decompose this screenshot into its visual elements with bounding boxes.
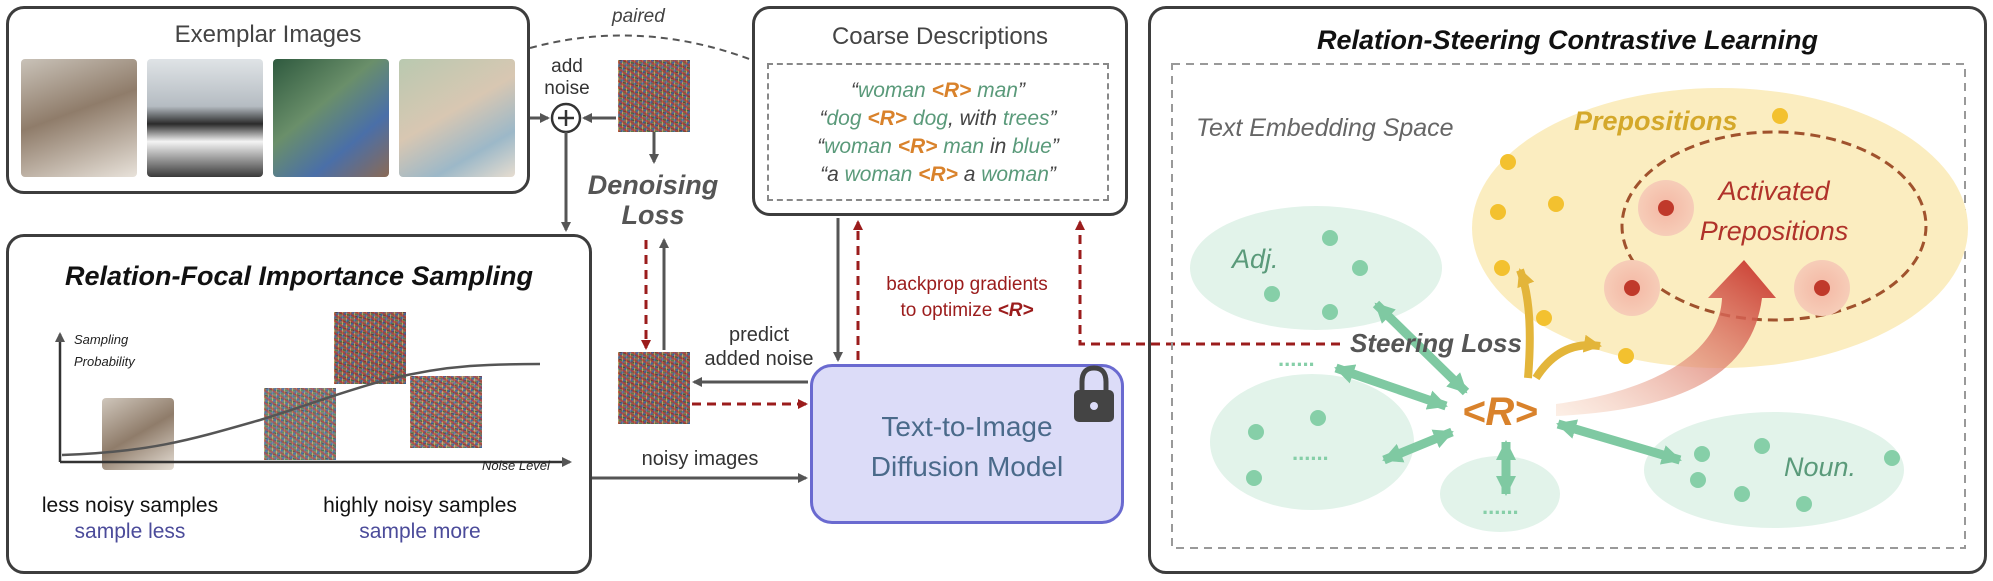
prepositions-label: Prepositions <box>1574 106 1738 136</box>
sample-thumb-clean <box>102 398 174 470</box>
exemplar-images-title: Exemplar Images <box>174 21 362 48</box>
sample-less-label: sample less <box>74 520 186 543</box>
add-noise-label-1: add <box>551 56 583 77</box>
description-segment: woman <box>844 163 913 186</box>
sampling-ylabel-2: Probability <box>74 354 135 369</box>
description-line-3: “woman <R> man in blue” <box>769 135 1107 159</box>
exemplar-images-box: Exemplar Images <box>6 6 530 194</box>
relation-token: <R> <box>1462 390 1538 434</box>
description-segment: “ <box>819 107 827 130</box>
diffusion-model-box: Text-to-Image Diffusion Model <box>810 364 1124 524</box>
sampling-curve <box>61 362 541 457</box>
embedding-space-region <box>1171 63 1966 549</box>
steer-arrow-noun <box>1556 419 1682 465</box>
description-segment: man <box>943 135 985 158</box>
description-segment: trees <box>1002 107 1050 130</box>
predict-label-line-1: predict <box>728 324 790 346</box>
exemplar-photo-hug-1 <box>21 59 137 177</box>
noisy-images-label: noisy images <box>641 448 759 470</box>
description-segment: woman <box>824 135 892 158</box>
noise-patch-top <box>618 60 690 132</box>
denoising-loss-line-1: Denoising <box>587 170 719 200</box>
highly-noisy-label: highly noisy samples <box>323 494 517 517</box>
attract-arrow-right <box>1532 334 1602 381</box>
noun-label: Noun. <box>1784 452 1857 482</box>
sampling-ylabel-1: Sampling <box>74 332 129 347</box>
description-segment: dog <box>912 107 948 130</box>
dots-label-upper: ...... <box>1278 346 1315 371</box>
less-noisy-label: less noisy samples <box>41 494 219 517</box>
denoising-loss-line-2: Loss <box>621 200 685 230</box>
preposition-dots <box>1490 108 1788 364</box>
activated-label-1: Activated <box>1718 176 1830 206</box>
steering-loss-label: Steering Loss <box>1350 328 1522 358</box>
description-segment: ” <box>1017 79 1025 102</box>
description-segment: “a <box>820 163 845 186</box>
predict-label-line-2: added noise <box>704 348 814 370</box>
coarse-descriptions-title: Coarse Descriptions <box>831 23 1049 50</box>
adj-label: Adj. <box>1232 244 1279 274</box>
description-line-2: “dog <R> dog, with trees” <box>769 107 1107 131</box>
coarse-descriptions-box: Coarse Descriptions “woman <R> man” “dog… <box>752 6 1128 216</box>
add-noise-label-2: noise <box>544 78 590 99</box>
embedding-space-label: Text Embedding Space <box>1196 114 1454 142</box>
exemplar-photo-hug-3 <box>399 59 515 177</box>
description-segment: dog <box>826 107 862 130</box>
sample-thumb-heavy-noise <box>334 312 406 384</box>
adj-region <box>1190 206 1442 330</box>
noise-patch-predicted <box>618 352 690 424</box>
steering-backprop-path <box>1075 220 1340 346</box>
paired-label: paired <box>612 6 665 27</box>
embedding-dots <box>1246 230 1900 512</box>
description-segment: woman <box>858 79 926 102</box>
attract-arrow-upper <box>1516 268 1535 379</box>
backprop-label-line-2: to optimize <R> <box>862 300 1072 322</box>
description-segment: , with <box>947 107 1003 130</box>
description-segment: <R> <box>912 163 964 186</box>
coarse-descriptions-list: “woman <R> man” “dog <R> dog, with trees… <box>767 63 1109 201</box>
description-line-1: “woman <R> man” <box>769 79 1107 103</box>
steer-arrow-left-region <box>1382 427 1454 465</box>
diffusion-model-label-line-1: Text-to-Image <box>881 411 1053 442</box>
steer-arrow-dots-upper <box>1334 363 1448 411</box>
steer-arrow-adj <box>1372 300 1470 396</box>
sample-more-label: sample more <box>359 520 481 543</box>
paired-connector <box>529 34 753 61</box>
description-line-4: “a woman <R> a woman” <box>769 163 1107 187</box>
description-segment: a <box>963 163 982 186</box>
backprop-label-line-1: backprop gradients <box>886 274 1048 295</box>
sample-thumb-mid-noise <box>410 376 482 448</box>
description-segment: woman <box>981 163 1049 186</box>
description-segment: “ <box>851 79 859 102</box>
backprop-prefix: to optimize <box>900 300 998 321</box>
description-segment: ” <box>1051 135 1059 158</box>
description-segment: “ <box>817 135 825 158</box>
description-segment: ” <box>1049 107 1057 130</box>
exemplar-photo-dogs <box>147 59 263 177</box>
lock-icon <box>1074 365 1114 422</box>
description-segment: <R> <box>861 107 913 130</box>
diffusion-model-label-line-2: Diffusion Model <box>870 451 1064 482</box>
description-segment: blue <box>1012 135 1052 158</box>
sampling-xlabel: Noise Level <box>482 458 550 473</box>
sampling-title: Relation-Focal Importance Sampling <box>64 261 534 291</box>
noun-region <box>1644 412 1904 528</box>
description-segment: <R> <box>925 79 978 102</box>
description-segment: in <box>984 135 1013 158</box>
description-segment: man <box>977 79 1018 102</box>
contrastive-title: Relation-Steering Contrastive Learning <box>1316 25 1819 55</box>
backprop-token: <R> <box>997 300 1034 321</box>
activated-prepositions-region <box>1620 130 1928 322</box>
dots-label-left: ...... <box>1292 440 1329 465</box>
description-segment: <R> <box>891 135 944 158</box>
activated-label-2: Prepositions <box>1699 216 1849 246</box>
exemplar-photo-hug-2 <box>273 59 389 177</box>
dots-label-bottom: ...... <box>1482 494 1519 519</box>
activation-arrow <box>1556 260 1776 416</box>
description-segment: ” <box>1048 163 1056 186</box>
